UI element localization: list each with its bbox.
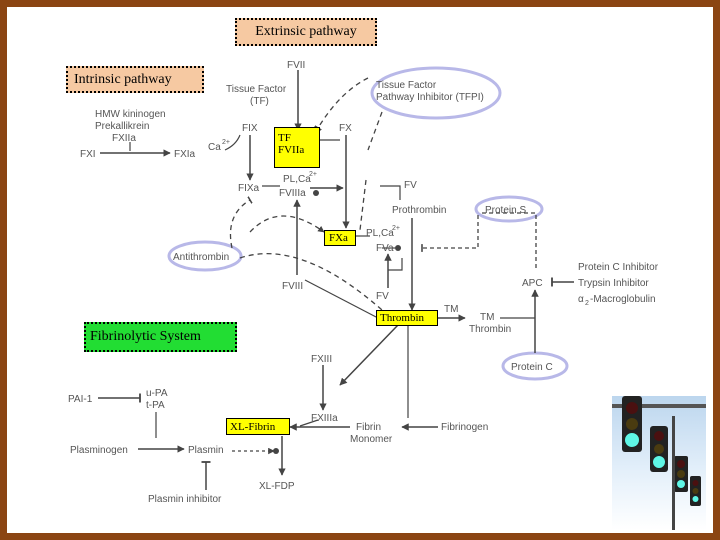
label-apc: APC — [522, 278, 543, 289]
tfpi-ellipse — [370, 66, 502, 120]
label-fv-bottom: FV — [376, 291, 389, 302]
label-fv-top: FV — [404, 180, 417, 191]
thrombin-label: Thrombin — [380, 312, 424, 324]
dashed-tfpi-tf — [314, 77, 369, 131]
label-pci-2: Trypsin Inhibitor — [578, 278, 649, 289]
dashed-apc-line — [480, 212, 537, 268]
label-prothrombin: Prothrombin — [392, 205, 446, 216]
label-plasmin-inhibitor: Plasmin inhibitor — [148, 494, 222, 505]
intrinsic-pathway-header: Intrinsic pathway — [66, 66, 204, 93]
tf-fviia-line2: FVIIa — [278, 144, 305, 156]
label-tpa: t-PA — [146, 400, 165, 411]
dashed-antithrombin-fixa — [229, 196, 253, 249]
label-fvii: FVII — [287, 60, 305, 71]
antithrombin-ellipse — [167, 240, 243, 272]
dashed-antithrombin-fxa — [249, 215, 325, 233]
label-plca2: PL,Ca — [366, 228, 394, 239]
arrow-fxia-fix — [224, 134, 241, 151]
label-tfpi-2: Pathway Inhibitor (TFPI) — [376, 92, 484, 103]
label-hmw-3: FXIIa — [112, 133, 136, 144]
label-fx: FX — [339, 123, 352, 134]
traffic-light-image — [612, 396, 706, 530]
label-plca1-sup: 2+ — [309, 171, 317, 178]
label-pci-1: Protein C Inhibitor — [578, 262, 659, 273]
label-plca1: PL,Ca — [283, 174, 311, 185]
label-ca1-sup: 2+ — [222, 139, 230, 146]
label-protein-s: Protein S — [485, 205, 526, 216]
label-plasminogen: Plasminogen — [70, 445, 128, 456]
label-fixa: FIXa — [238, 183, 260, 194]
dashed-tfpi-fxa — [367, 111, 383, 151]
dashed-proteins-fva — [421, 215, 479, 252]
arrow-thrombin-fviii — [304, 279, 379, 319]
label-pci-3: -Macroglobulin — [590, 294, 656, 305]
label-protein-c: Protein C — [511, 362, 553, 373]
label-tf-1: Tissue Factor — [226, 84, 287, 95]
label-alpha2-sub: 2 — [585, 300, 589, 307]
thrombin-box: Thrombin — [376, 310, 438, 326]
label-upa: u-PA — [146, 388, 168, 399]
label-fibrin-2: Monomer — [350, 434, 393, 445]
label-fix: FIX — [242, 123, 258, 134]
label-fibrin-1: Fibrin — [356, 422, 381, 433]
label-plasmin: Plasmin — [188, 445, 224, 456]
traffic-light-photo — [612, 396, 706, 530]
dashed-antithrombin-thrombin — [239, 253, 383, 311]
dot-plasmin — [273, 448, 279, 454]
arrow-fxiiia-xl — [299, 419, 319, 427]
label-ca1: Ca — [208, 142, 221, 153]
tf-fviia-line1: TF — [278, 132, 291, 144]
arrow-thrombin-fxiii — [339, 324, 399, 386]
extrinsic-pathway-header: Extrinsic pathway — [235, 18, 377, 46]
label-hmw-1: HMW kininogen — [95, 109, 166, 120]
arrow-fv-to-fva — [380, 185, 401, 200]
dot-fviiia — [313, 190, 319, 196]
label-fxi: FXI — [80, 149, 96, 160]
tf-fviia-box: TF FVIIa — [274, 127, 320, 168]
fxa-box: FXa — [324, 230, 356, 246]
xl-fibrin-label: XL-Fibrin — [230, 421, 276, 433]
label-tm2-2: Thrombin — [469, 324, 511, 335]
label-tm2-1: TM — [480, 312, 494, 323]
label-tfpi-1: Tissue Factor — [376, 80, 437, 91]
label-fviii: FVIII — [282, 281, 303, 292]
label-hmw-2: Prekallikrein — [95, 121, 149, 132]
label-tm1: TM — [444, 304, 458, 315]
label-tf-2: (TF) — [250, 96, 269, 107]
label-plca2-sup: 2+ — [392, 225, 400, 232]
arrow-fv-loop — [388, 258, 403, 271]
extrinsic-pathway-label: Extrinsic pathway — [255, 24, 357, 39]
xl-fibrin-box: XL-Fibrin — [226, 418, 290, 435]
protein-s-ellipse — [474, 195, 544, 223]
label-pai1: PAI-1 — [68, 394, 93, 405]
label-fva: FVa — [376, 243, 394, 254]
fibrinolytic-system-header: Fibrinolytic System — [84, 322, 237, 352]
label-fxiii: FXIII — [311, 354, 332, 365]
intrinsic-pathway-label: Intrinsic pathway — [74, 71, 172, 87]
label-antithrombin: Antithrombin — [173, 252, 229, 263]
label-fviiia: FVIIIa — [279, 188, 306, 199]
label-xl-fdp: XL-FDP — [259, 481, 295, 492]
fibrinolytic-system-label: Fibrinolytic System — [90, 329, 201, 344]
label-fibrinogen: Fibrinogen — [441, 422, 488, 433]
dot-fva — [395, 245, 401, 251]
label-fxia: FXIa — [174, 149, 196, 160]
label-fxiiia: FXIIIa — [311, 413, 338, 424]
label-alpha2: α — [578, 294, 584, 305]
fxa-label: FXa — [329, 232, 348, 244]
dashed-fxa-line — [359, 179, 367, 231]
